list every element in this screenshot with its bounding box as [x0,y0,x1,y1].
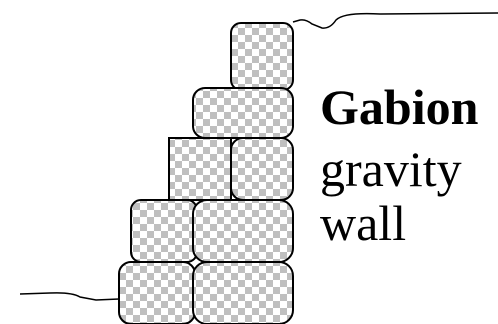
caption-title: Gabion [320,79,479,135]
ground-line-lower [19,292,120,301]
gabion-block-row3-left [168,137,232,201]
gabion-block-row4-right [192,199,294,263]
caption-line-wall: wall [320,195,407,251]
gabion-block-bottom-left [118,261,196,324]
caption-line-gravity: gravity [320,141,462,197]
gabion-block-top [230,22,294,91]
gabion-block-row2 [192,87,294,139]
gabion-block-row3-right [230,137,294,201]
gabion-block-bottom-right [192,261,294,324]
ground-line-upper [292,12,498,29]
gabion-block-row4-left [130,199,198,263]
